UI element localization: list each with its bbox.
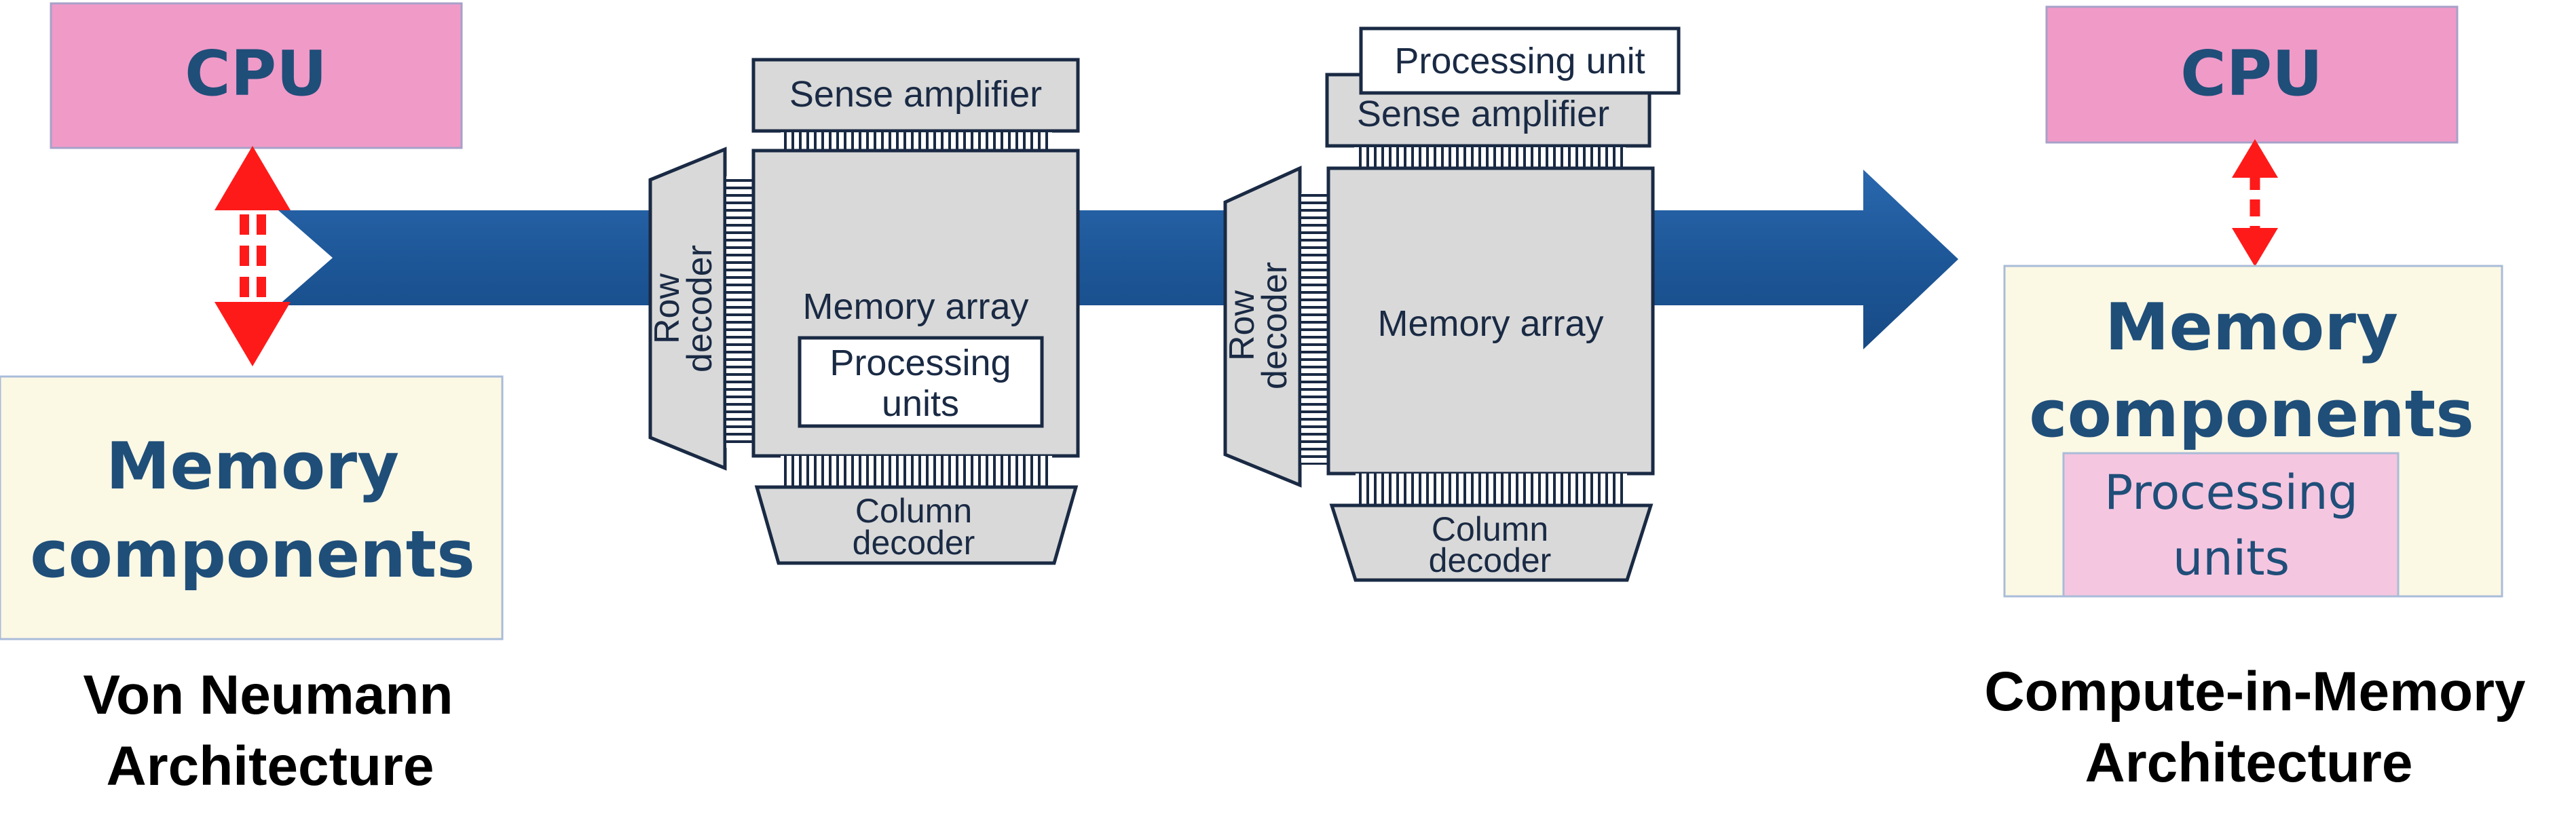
processing-units-box: [798, 336, 1044, 428]
sense-amplifier-pins: [1354, 147, 1626, 168]
row-decoder-label-line2: decoder: [680, 245, 720, 372]
caption-line1: Compute-in-Memory: [1984, 661, 2526, 723]
processing-units-label-line2: units: [2173, 531, 2290, 586]
memory-chip-left: Sense amplifier Row decoder Memory array…: [648, 58, 1080, 565]
processing-units-box: [2062, 452, 2400, 598]
sense-amplifier-label: Sense amplifier: [1357, 94, 1609, 134]
von-neumann-architecture: CPU Memory components Von Neumann Archit…: [0, 2, 504, 797]
memory-label-line2: components: [30, 518, 475, 592]
caption-line1: Von Neumann: [83, 664, 453, 726]
memory-label-line1: Memory: [106, 429, 399, 504]
caption-line2: Architecture: [2085, 732, 2412, 794]
sense-amplifier-label: Sense amplifier: [789, 74, 1042, 115]
processing-units-label-line1: Processing: [829, 343, 1011, 383]
processing-unit-box: [1359, 26, 1681, 95]
memory-components-box: [0, 375, 504, 640]
transition-arrow: [278, 170, 1958, 349]
cpu-box: [50, 2, 463, 149]
memory-label-line1: Memory: [2105, 290, 2398, 365]
memory-bus-arrow: [214, 146, 291, 366]
cpu-box: [2045, 5, 2459, 144]
compute-in-memory-architecture: CPU Memory components Processing units C…: [1984, 5, 2526, 794]
column-decoder-label-line2: decoder: [853, 524, 975, 562]
caption-line2: Architecture: [106, 735, 434, 797]
row-decoder: [1223, 166, 1302, 488]
column-decoder-label-line2: decoder: [1429, 541, 1552, 579]
column-decoder-label-line1: Column: [855, 492, 972, 530]
row-decoder-pins: [1301, 193, 1328, 465]
column-decoder: [754, 485, 1079, 565]
row-decoder-label-line1: Row: [648, 273, 687, 344]
processing-unit-label: Processing unit: [1394, 41, 1645, 81]
cpu-label: CPU: [185, 37, 327, 110]
memory-bus-arrow: [2232, 139, 2278, 267]
processing-units-label-line2: units: [882, 383, 959, 424]
row-decoder-pins: [726, 176, 753, 448]
processing-units-label-line1: Processing: [2104, 465, 2358, 520]
memory-array-label: Memory array: [802, 286, 1028, 327]
memory-chip-right: Sense amplifier Processing unit Row deco…: [1222, 26, 1681, 582]
cpu-label: CPU: [2180, 37, 2323, 110]
row-decoder-label-line1: Row: [1222, 290, 1262, 361]
sense-amplifier: [751, 58, 1080, 133]
memory-array: [1326, 166, 1655, 476]
column-decoder-pins: [781, 456, 1052, 486]
memory-array-label: Memory array: [1377, 303, 1603, 344]
row-decoder: [648, 147, 727, 471]
column-decoder-label-line1: Column: [1432, 510, 1548, 548]
row-decoder-label-line2: decoder: [1255, 262, 1294, 389]
memory-label-line2: components: [2029, 377, 2474, 452]
column-decoder: [1329, 503, 1654, 582]
column-decoder-pins: [1356, 474, 1627, 504]
